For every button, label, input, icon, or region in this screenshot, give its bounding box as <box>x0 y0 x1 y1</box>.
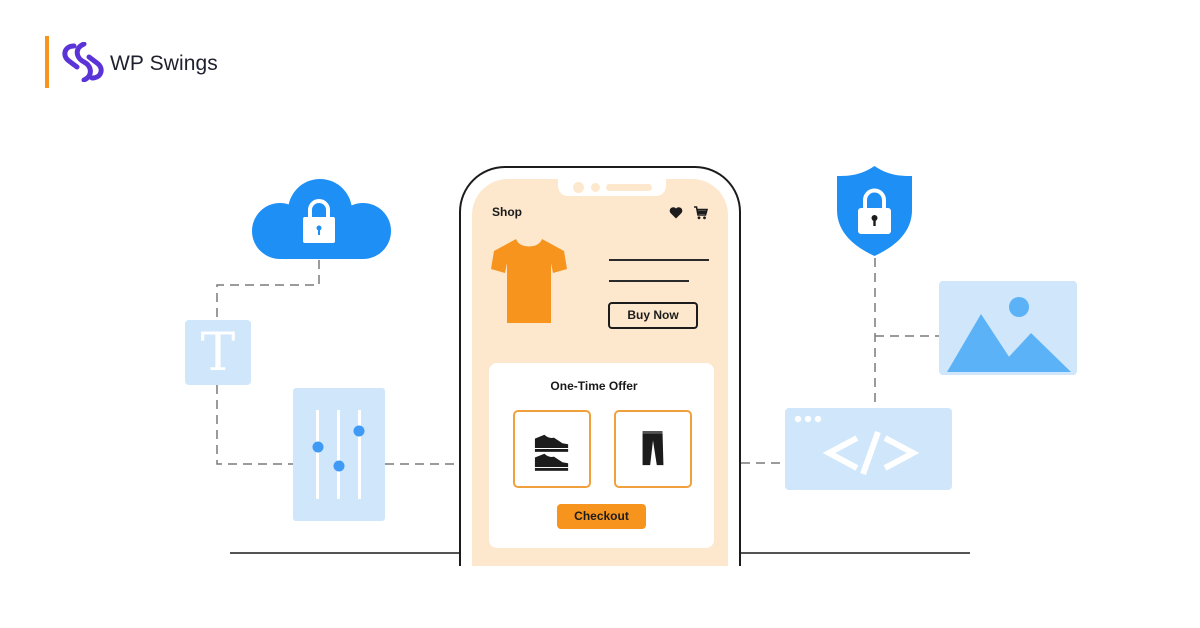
sneakers-icon <box>534 434 569 471</box>
shop-title: Shop <box>492 205 522 219</box>
offer-product-trousers[interactable] <box>614 410 692 488</box>
one-time-offer-card: One-Time Offer Checkout <box>489 363 714 548</box>
sensor-dot <box>591 183 600 192</box>
offer-product-sneakers[interactable] <box>513 410 591 488</box>
cart-icon[interactable] <box>693 205 708 220</box>
camera-dot <box>573 182 584 193</box>
wp-swings-logo-icon <box>62 42 104 82</box>
brand-name: WP Swings <box>110 52 218 75</box>
buy-now-button[interactable]: Buy Now <box>608 302 698 329</box>
phone-mockup: Shop Buy Now One-Time Offer <box>459 166 741 566</box>
sliders-icon <box>293 388 385 521</box>
phone-screen: Shop Buy Now One-Time Offer <box>472 179 728 566</box>
checkout-button[interactable]: Checkout <box>557 504 646 529</box>
offer-title: One-Time Offer <box>550 379 638 393</box>
text-format-icon: T <box>185 320 251 385</box>
image-icon <box>939 281 1077 375</box>
tshirt-icon <box>491 239 567 323</box>
code-icon <box>785 408 952 490</box>
shield-lock-icon <box>837 166 912 256</box>
product-description-line <box>609 280 689 282</box>
heart-icon[interactable] <box>669 206 683 219</box>
trousers-icon <box>642 430 664 466</box>
phone-notch <box>558 179 666 196</box>
logo-accent-bar <box>45 36 49 88</box>
cloud-lock-icon <box>252 179 391 259</box>
text-tile-letter: T <box>200 323 236 383</box>
product-description-line <box>609 259 709 261</box>
speaker-bar <box>606 184 652 191</box>
